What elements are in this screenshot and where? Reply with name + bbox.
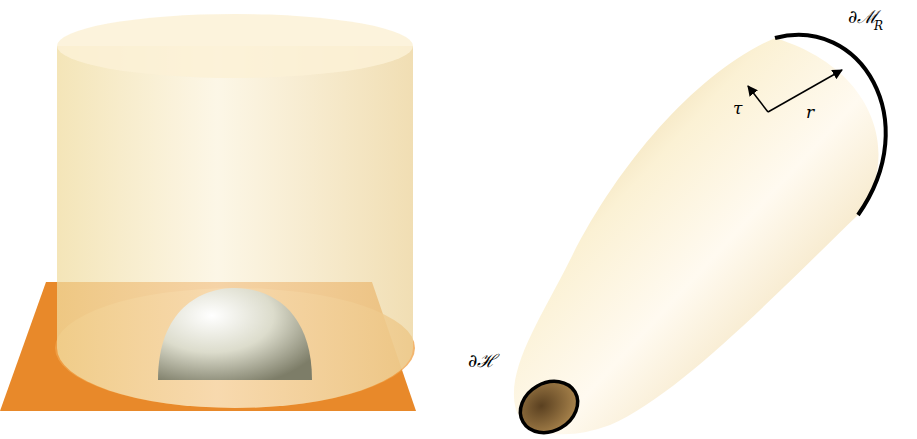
boundary-label: ∂ℳ	[848, 8, 878, 26]
tube-figure	[511, 35, 886, 439]
tube-body	[514, 38, 879, 434]
plane-figure	[0, 14, 416, 411]
horizon-end	[511, 371, 587, 439]
boundary-label: ∂ℋ	[468, 352, 496, 370]
axis-label: r	[806, 104, 814, 121]
tau-arrow	[748, 86, 768, 112]
r-arrow	[768, 70, 842, 112]
dome	[158, 288, 312, 380]
outer-rim	[775, 35, 886, 215]
cylinder-body	[57, 46, 413, 408]
cylinder-top	[57, 14, 413, 78]
axis-label: τ	[733, 100, 742, 117]
subscript: R	[874, 20, 883, 32]
